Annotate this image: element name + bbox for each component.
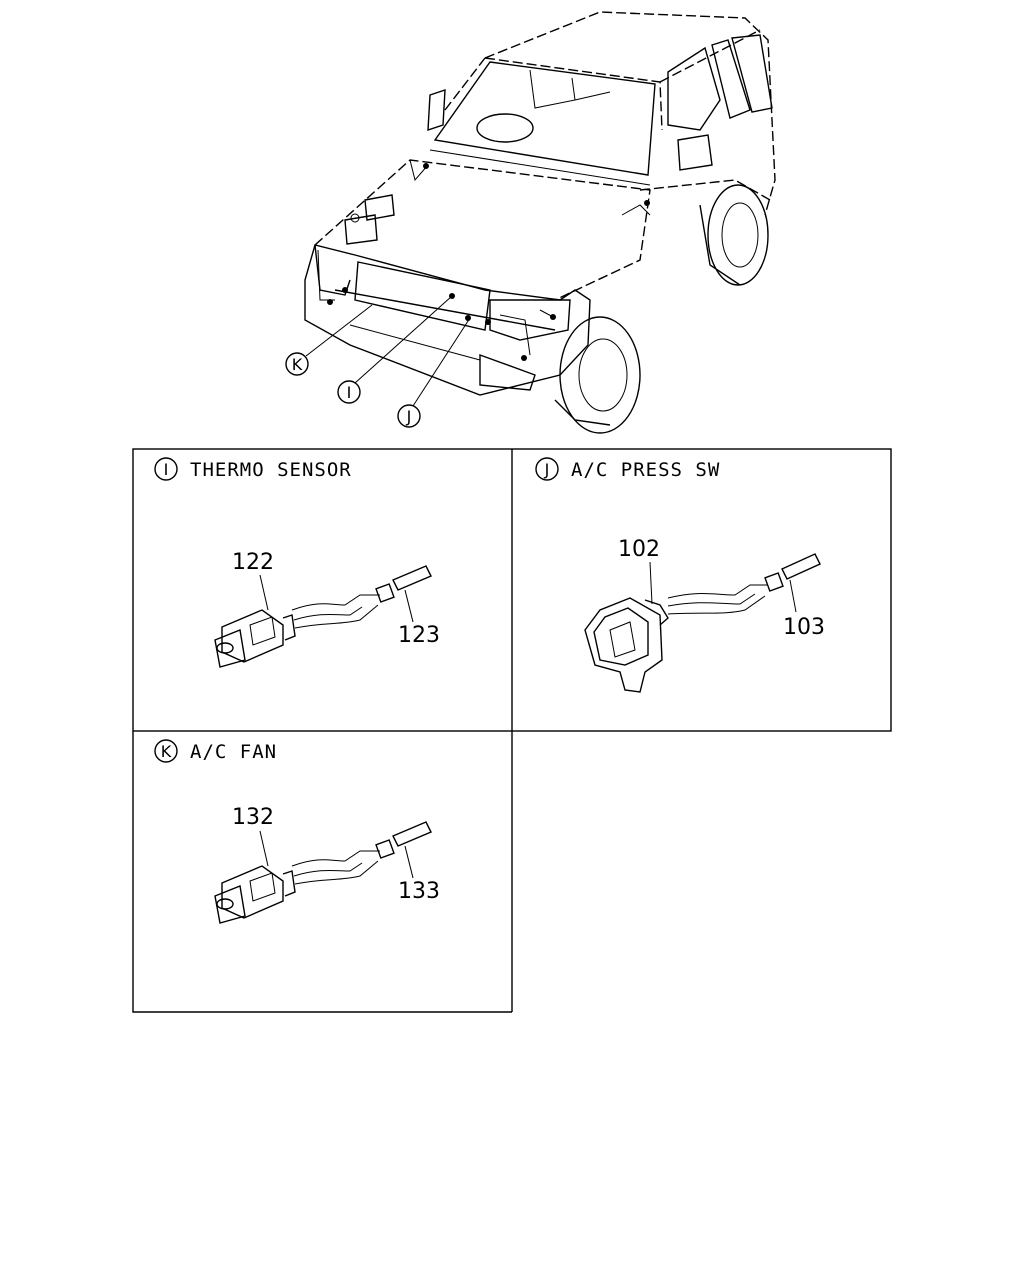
- wire-harness: [291, 850, 380, 885]
- leader-122: [259, 574, 269, 611]
- part-number-122: 122: [232, 550, 274, 575]
- leader-123: [404, 589, 414, 623]
- switch-connector-102[interactable]: [584, 597, 669, 693]
- panel-ref-badge: [154, 457, 178, 481]
- callout-j[interactable]: J: [397, 317, 471, 428]
- detail-panel-grid: [132, 448, 892, 1013]
- panel-ref-badge: [154, 739, 178, 763]
- panel-ref-letter: K: [161, 742, 172, 761]
- leader-102: [649, 561, 653, 605]
- part-number-103: 103: [783, 615, 825, 640]
- vehicle-overview-illustration: [304, 11, 776, 434]
- panel-title: A/C PRESS SW: [571, 459, 720, 481]
- connector-132[interactable]: [214, 865, 296, 924]
- panel-title: A/C FAN: [190, 741, 277, 763]
- wire-harness: [291, 594, 380, 629]
- wire-harness: [667, 584, 768, 615]
- callout-i[interactable]: I: [337, 295, 453, 404]
- panel-ref-letter: I: [164, 460, 169, 479]
- part-number-132: 132: [232, 805, 274, 830]
- callout-k-label: K: [292, 355, 303, 374]
- leader-133: [404, 845, 414, 879]
- part-number-102: 102: [618, 537, 660, 562]
- panel-ref-letter: J: [544, 460, 550, 479]
- callout-i-label: I: [347, 383, 352, 402]
- connector-122[interactable]: [214, 609, 296, 668]
- leader-103: [789, 579, 797, 613]
- terminal-103[interactable]: [764, 553, 821, 592]
- callout-k[interactable]: K: [285, 304, 373, 376]
- panel-thermo-sensor: I THERMO SENSOR 122 123: [154, 457, 440, 668]
- panel-ac-press-sw: J A/C PRESS SW 102 103: [535, 457, 825, 693]
- part-number-123: 123: [398, 623, 440, 648]
- panel-ref-badge: [535, 457, 559, 481]
- leader-132: [259, 830, 269, 867]
- panel-title: THERMO SENSOR: [190, 459, 352, 481]
- terminal-133[interactable]: [375, 821, 432, 859]
- callout-j-label: J: [406, 407, 412, 426]
- panel-ac-fan: K A/C FAN 132 133: [154, 739, 440, 924]
- terminal-123[interactable]: [375, 565, 432, 603]
- part-number-133: 133: [398, 879, 440, 904]
